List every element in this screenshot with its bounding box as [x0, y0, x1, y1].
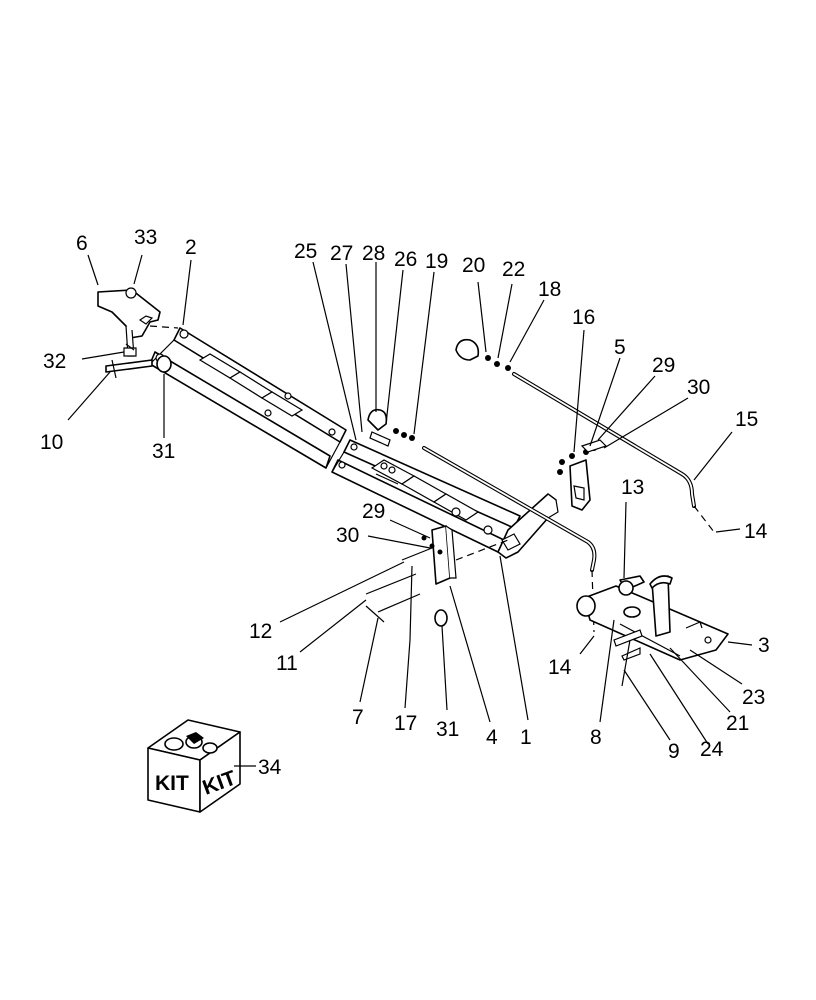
upper-frame-rail — [149, 327, 347, 469]
main-frame — [331, 439, 559, 559]
long-rod — [422, 372, 715, 633]
callout-34: 34 — [258, 756, 282, 779]
mid-plate-bracket — [365, 525, 509, 641]
rod-end-fitting — [455, 338, 511, 371]
callout-17: 17 — [394, 712, 417, 735]
callout-4: 4 — [486, 726, 498, 749]
callout-27: 27 — [330, 242, 353, 265]
leader-lines — [67, 254, 753, 767]
callout-32: 32 — [43, 350, 66, 373]
kit-box — [147, 719, 241, 813]
callout-3: 3 — [758, 634, 770, 657]
callout-10: 10 — [40, 431, 63, 454]
callout-29-right: 29 — [652, 354, 675, 377]
left-hardware — [105, 325, 179, 379]
callout-31-left: 31 — [152, 440, 175, 463]
callout-30-right: 30 — [687, 376, 710, 399]
callout-19: 19 — [425, 250, 448, 273]
callout-13: 13 — [621, 476, 644, 499]
callout-11: 11 — [276, 652, 298, 675]
callout-25: 25 — [294, 240, 317, 263]
callout-14-right: 14 — [744, 520, 768, 543]
callout-9: 9 — [668, 740, 680, 763]
callout-30-left: 30 — [336, 524, 359, 547]
callout-33: 33 — [134, 226, 157, 249]
callout-28: 28 — [362, 242, 385, 265]
kit-label-left: KIT — [155, 772, 189, 795]
callout-7: 7 — [352, 706, 364, 729]
callout-22: 22 — [502, 258, 525, 281]
callout-23: 23 — [742, 686, 765, 709]
right-upper-bracket — [557, 439, 608, 511]
callout-15: 15 — [735, 408, 758, 431]
callout-31-right: 31 — [436, 718, 459, 741]
callout-5: 5 — [614, 336, 626, 359]
callout-21: 21 — [726, 712, 749, 735]
callout-labels: 6 33 2 32 10 31 25 27 28 26 19 20 22 18 … — [40, 226, 770, 779]
callout-16: 16 — [572, 306, 595, 329]
callout-14-left: 14 — [548, 656, 572, 679]
callout-12: 12 — [249, 620, 272, 643]
callout-20: 20 — [462, 254, 485, 277]
callout-1: 1 — [520, 726, 532, 749]
callout-6: 6 — [76, 232, 88, 255]
callout-2: 2 — [185, 236, 197, 259]
callout-18: 18 — [538, 278, 561, 301]
callout-26: 26 — [394, 248, 417, 271]
right-pivot-assembly — [576, 575, 729, 687]
callout-8: 8 — [590, 726, 602, 749]
callout-24: 24 — [700, 738, 724, 761]
callout-29-left: 29 — [362, 500, 385, 523]
